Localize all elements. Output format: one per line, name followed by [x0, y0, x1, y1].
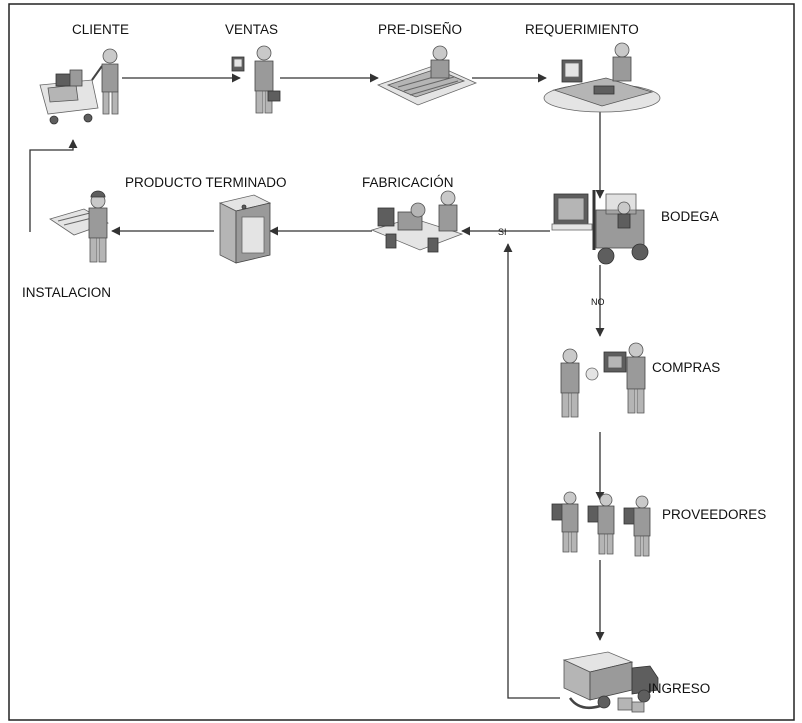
label-prediseno: PRE-DISEÑO: [378, 22, 462, 37]
shopping-cart-person-icon: [40, 49, 118, 124]
label-si: SI: [498, 227, 507, 237]
suppliers-group-icon: [552, 492, 650, 556]
arrow-ingreso-fabricacion: [508, 244, 560, 698]
label-no: NO: [591, 297, 605, 307]
salesperson-icon: [232, 46, 280, 113]
label-requerimiento: REQUERIMIENTO: [525, 22, 639, 37]
installer-worker-icon: [50, 191, 108, 262]
label-producto-terminado: PRODUCTO TERMINADO: [125, 175, 287, 190]
designer-drafting-table-icon: [378, 46, 476, 105]
delivery-truck-icon: [564, 652, 658, 712]
forklift-icon: [552, 190, 648, 264]
finished-cabinet-icon: [220, 195, 270, 263]
computer-workstation-icon: [544, 43, 660, 112]
label-bodega: BODEGA: [661, 209, 719, 224]
label-compras: COMPRAS: [652, 360, 720, 375]
purchasing-people-icon: [561, 343, 645, 417]
label-cliente: CLIENTE: [72, 22, 129, 37]
label-proveedores: PROVEEDORES: [662, 507, 766, 522]
factory-worker-machine-icon: [372, 191, 462, 252]
label-ventas: VENTAS: [225, 22, 278, 37]
label-fabricacion: FABRICACIÓN: [362, 175, 454, 190]
label-ingreso: INGRESO: [648, 681, 710, 696]
connectors: [30, 78, 600, 698]
label-instalacion: INSTALACION: [22, 285, 111, 300]
